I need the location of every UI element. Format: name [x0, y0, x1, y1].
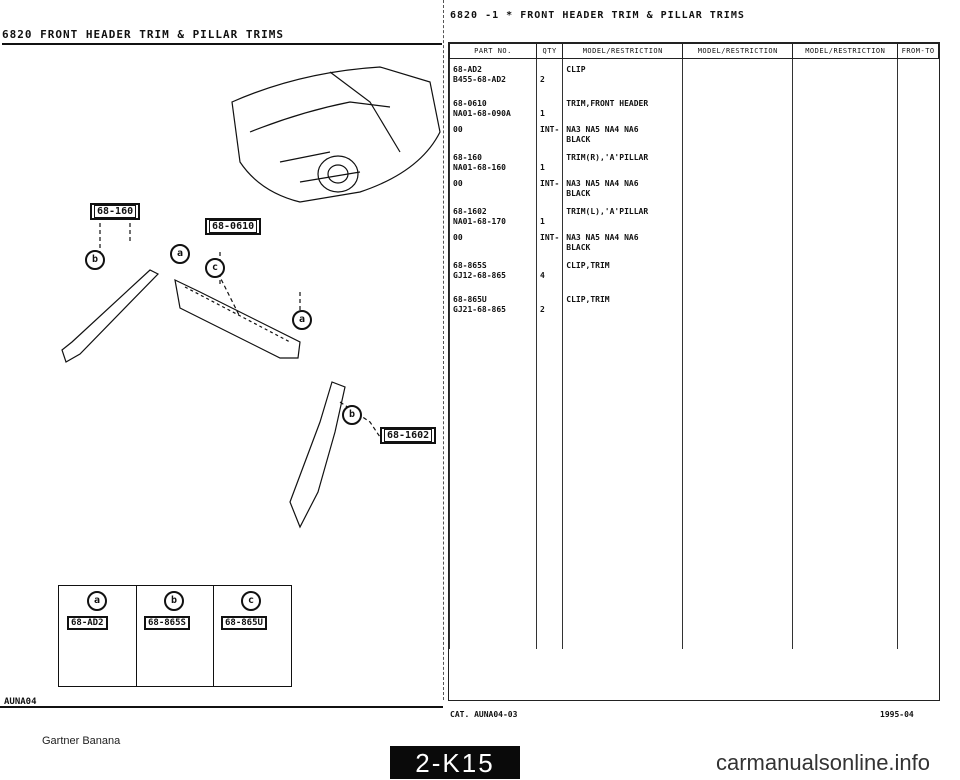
col-header: MODEL/RESTRICTION: [682, 43, 794, 59]
sub-qty: INT-: [540, 233, 560, 242]
part-desc: CLIP: [566, 65, 586, 74]
circle-b-1: b: [85, 250, 105, 270]
sub-desc: NA3 NA5 NA4 NA6 BLACK: [566, 179, 639, 198]
part-desc: TRIM(L),'A'PILLAR: [566, 207, 649, 216]
a-pillar-l-drawing: [289, 381, 381, 529]
part-qty: 2: [540, 305, 545, 314]
table-header-row: PART NO. QTY MODEL/RESTRICTION MODEL/RES…: [449, 43, 939, 59]
clip-legend: a 68-AD2 b 68-865S c 68-865U: [58, 585, 292, 687]
parts-table: PART NO. QTY MODEL/RESTRICTION MODEL/RES…: [448, 42, 940, 701]
sub-code: 00: [453, 233, 463, 242]
callout-68-160: 68-160: [90, 203, 141, 220]
col-header: MODEL/RESTRICTION: [562, 43, 684, 59]
part-qty: 1: [540, 163, 545, 172]
part-number: GJ21-68-865: [453, 305, 506, 314]
legend-letter: c: [241, 591, 261, 611]
part-code: 68-AD2: [453, 65, 482, 74]
circle-a-2: a: [292, 310, 312, 330]
sub-qty: INT-: [540, 179, 560, 188]
col-header: QTY: [535, 43, 564, 59]
parts-illustration: [61, 66, 441, 529]
col-header: PART NO.: [449, 43, 537, 59]
legend-label: 68-865U: [221, 616, 267, 630]
callout-68-0610: 68-0610: [205, 218, 262, 235]
part-number: NA01-68-170: [453, 217, 506, 226]
sub-code: 00: [453, 125, 463, 134]
part-number: NA01-68-160: [453, 163, 506, 172]
legend-letter: a: [87, 591, 107, 611]
sub-desc: NA3 NA5 NA4 NA6 BLACK: [566, 233, 639, 252]
part-code: 68-160: [453, 153, 482, 162]
part-desc: TRIM(R),'A'PILLAR: [566, 153, 649, 162]
right-section-title: 6820 -1 * FRONT HEADER TRIM & PILLAR TRI…: [450, 10, 745, 21]
legend-label: 68-865S: [144, 616, 190, 630]
part-desc: TRIM,FRONT HEADER: [566, 99, 649, 108]
a-pillar-r-drawing: [61, 211, 160, 363]
part-desc: CLIP,TRIM: [566, 295, 610, 304]
part-code: 68-865S: [453, 261, 487, 270]
legend-item: a 68-AD2: [59, 586, 137, 686]
legend-letter: b: [164, 591, 184, 611]
sub-qty: INT-: [540, 125, 560, 134]
table-row: 68-AD2 B455-68-AD2 68-0610 NA01-68-090A …: [449, 58, 939, 649]
left-footer-code: AUNA04: [4, 697, 37, 707]
circle-a-1: a: [170, 244, 190, 264]
page-number-badge: 2-K15: [390, 746, 520, 779]
col-header: FROM-TO: [897, 43, 939, 59]
legend-label: 68-AD2: [67, 616, 108, 630]
part-number: NA01-68-090A: [453, 109, 511, 118]
page-divider: [443, 0, 445, 700]
part-code: 68-0610: [453, 99, 487, 108]
col-header: MODEL/RESTRICTION: [792, 43, 899, 59]
front-header-trim-drawing: [174, 252, 301, 359]
part-number: GJ12-68-865: [453, 271, 506, 280]
left-baseline: [0, 706, 443, 708]
watermark-right: carmanualsonline.info: [716, 750, 931, 775]
catalog-date: 1995-04: [880, 710, 914, 719]
left-section-title: 6820 FRONT HEADER TRIM & PILLAR TRIMS: [2, 28, 442, 45]
legend-item: b 68-865S: [136, 586, 214, 686]
circle-c-1: c: [205, 258, 225, 278]
part-desc: CLIP,TRIM: [566, 261, 610, 270]
legend-item: c 68-865U: [213, 586, 290, 686]
part-number: B455-68-AD2: [453, 75, 506, 84]
part-qty: 2: [540, 75, 545, 84]
part-code: 68-1602: [453, 207, 487, 216]
catalog-code: CAT. AUNA04-03: [450, 710, 518, 719]
part-qty: 4: [540, 271, 545, 280]
callout-68-1602: 68-1602: [380, 427, 437, 444]
part-qty: 1: [540, 109, 545, 118]
part-code: 68-865U: [453, 295, 487, 304]
car-drawing: [231, 66, 441, 203]
sub-code: 00: [453, 179, 463, 188]
sub-desc: NA3 NA5 NA4 NA6 BLACK: [566, 125, 639, 144]
circle-b-2: b: [342, 405, 362, 425]
part-qty: 1: [540, 217, 545, 226]
watermark-left: Gartner Banana: [42, 735, 121, 747]
